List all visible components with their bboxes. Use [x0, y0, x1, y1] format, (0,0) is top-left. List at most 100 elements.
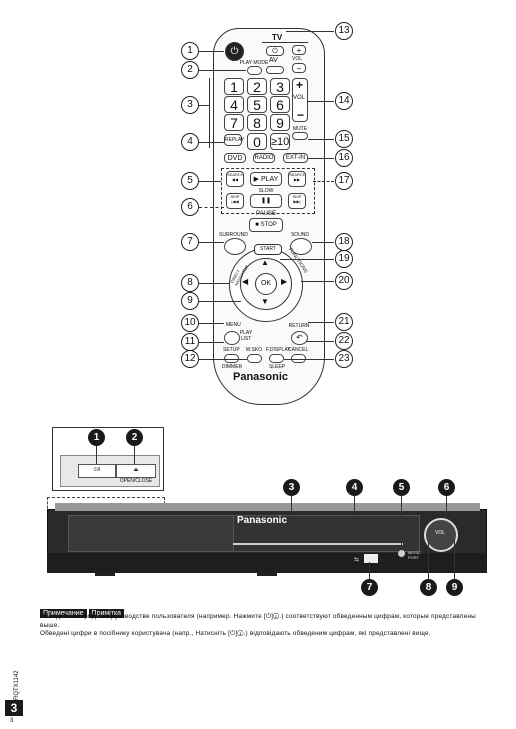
volume-label: VOL: [293, 95, 306, 101]
volume-knob[interactable]: [424, 518, 458, 552]
number-10-button[interactable]: ≥10: [270, 133, 290, 150]
panel-callout-7: 7: [361, 579, 378, 596]
tv-vol-up-button[interactable]: +: [292, 45, 306, 55]
number-8-button[interactable]: 8: [247, 114, 267, 131]
up-arrow-icon[interactable]: ▲: [261, 258, 269, 267]
search-forward-button[interactable]: SEARCH▶▶: [288, 171, 306, 187]
usb-icon: ⇆: [354, 557, 360, 563]
number-1-button[interactable]: 1: [224, 78, 244, 95]
panel-callout-5: 5: [393, 479, 410, 496]
tv-vol-label: VOL: [292, 56, 303, 62]
tv-av-button[interactable]: [266, 66, 284, 74]
down-arrow-icon[interactable]: ▼: [261, 297, 269, 306]
return-button[interactable]: ↶: [291, 331, 308, 345]
tv-label: TV: [272, 33, 283, 42]
left-arrow-icon[interactable]: ◀: [242, 277, 249, 286]
menu-label: MENU: [226, 322, 241, 328]
play-list-label: PLAY LIST: [239, 330, 253, 342]
panel-callout-2-leader: [134, 446, 135, 464]
radio-button[interactable]: RADIO: [253, 153, 275, 163]
play-mode-button[interactable]: [247, 66, 262, 75]
skip-forward-button[interactable]: SKIP▶▶|: [288, 193, 306, 209]
surround-button[interactable]: [224, 238, 246, 255]
open-close-button[interactable]: ⏏ OPEN/CLOSE: [116, 464, 156, 484]
number-0-button[interactable]: 0: [247, 133, 267, 150]
pause-button[interactable]: ❚❚ PAUSE: [250, 194, 282, 217]
number-5-button[interactable]: 5: [247, 96, 267, 113]
skip-forward-label: SKIP: [292, 194, 302, 199]
tv-bracket: [262, 42, 308, 43]
w-sko-button[interactable]: [247, 354, 262, 363]
search-forward-label: SEARCH: [289, 172, 306, 177]
volume-up-symbol: +: [296, 78, 304, 92]
mute-button[interactable]: [292, 132, 308, 140]
volume-knob-label: VOL: [435, 530, 446, 536]
callout-10-leader: [199, 323, 224, 324]
callout-19-leader: [280, 259, 334, 260]
number-6-button[interactable]: 6: [270, 96, 290, 113]
callout-7-leader: [199, 242, 224, 243]
model-number: RQTX1142: [14, 670, 20, 700]
power-button[interactable]: ⏻: [225, 42, 244, 61]
dvd-button[interactable]: DVD: [224, 153, 246, 163]
callout-6-leader: [199, 207, 224, 208]
callout-7: 7: [181, 233, 199, 251]
number-3-button[interactable]: 3: [270, 78, 290, 95]
callout-3-leader: [199, 105, 209, 106]
callout-4-leader: [199, 142, 224, 143]
page-number-small: 3: [10, 718, 14, 724]
setup-button[interactable]: [224, 354, 239, 363]
panel-callout-1: 1: [88, 429, 105, 446]
cancel-button[interactable]: [291, 354, 306, 363]
number-4-button[interactable]: 4: [224, 96, 244, 113]
music-port-jack[interactable]: [398, 550, 405, 557]
ok-button[interactable]: OK: [255, 273, 277, 295]
callout-12-leader: [199, 359, 247, 360]
f-display-label: F.DISPLAY: [266, 347, 291, 353]
callout-20-leader: [301, 281, 334, 282]
callout-15: 15: [335, 130, 353, 148]
page-number-badge: 3: [5, 700, 23, 716]
f-display-button[interactable]: [269, 354, 284, 363]
callout-23: 23: [335, 350, 353, 368]
usb-port[interactable]: [364, 554, 378, 563]
callout-23-leader: [284, 359, 334, 360]
callout-21-leader: [308, 322, 334, 323]
menu-button[interactable]: [224, 331, 240, 345]
power-standby-button[interactable]: ⏻/I: [78, 464, 116, 478]
sleep-label: SLEEP: [268, 364, 286, 370]
replay-button[interactable]: REPLAY: [224, 134, 244, 146]
volume-rocker[interactable]: [292, 78, 308, 122]
dimmer-label: DIMMER: [221, 364, 243, 370]
number-9-button[interactable]: 9: [270, 114, 290, 131]
right-arrow-icon[interactable]: ▶: [281, 277, 288, 286]
w-sko-label: W.SKO: [245, 347, 263, 353]
tv-power-button[interactable]: ⏻: [266, 46, 284, 56]
panel-callout-6-leader: [446, 496, 447, 518]
stop-button[interactable]: ■ STOP: [249, 218, 283, 232]
skip-back-button[interactable]: SKIP|◀◀: [226, 193, 244, 209]
start-button[interactable]: START: [254, 244, 282, 255]
play-button[interactable]: ▶ PLAY: [250, 172, 282, 186]
callout-6: 6: [181, 198, 199, 216]
callout-22: 22: [335, 332, 353, 350]
sound-button[interactable]: [290, 238, 312, 255]
transport-dashed-box: [221, 168, 315, 214]
player-foot-left: [95, 573, 115, 576]
ext-in-button[interactable]: EXT-IN: [283, 153, 308, 163]
search-back-button[interactable]: SEARCH◀◀: [226, 171, 244, 187]
panel-callout-9: 9: [446, 579, 463, 596]
callout-11: 11: [181, 333, 199, 351]
number-7-button[interactable]: 7: [224, 114, 244, 131]
callout-19: 19: [335, 250, 353, 268]
panel-callout-8-leader: [428, 540, 429, 579]
number-2-button[interactable]: 2: [247, 78, 267, 95]
callout-13-leader: [286, 31, 334, 32]
surround-label: SURROUND: [219, 232, 248, 238]
callout-8-leader: [199, 283, 229, 284]
display-window: [233, 515, 420, 552]
direction-pad[interactable]: [240, 258, 292, 310]
tv-vol-down-button[interactable]: −: [292, 63, 306, 73]
remote-brand-logo: Panasonic: [233, 371, 289, 383]
